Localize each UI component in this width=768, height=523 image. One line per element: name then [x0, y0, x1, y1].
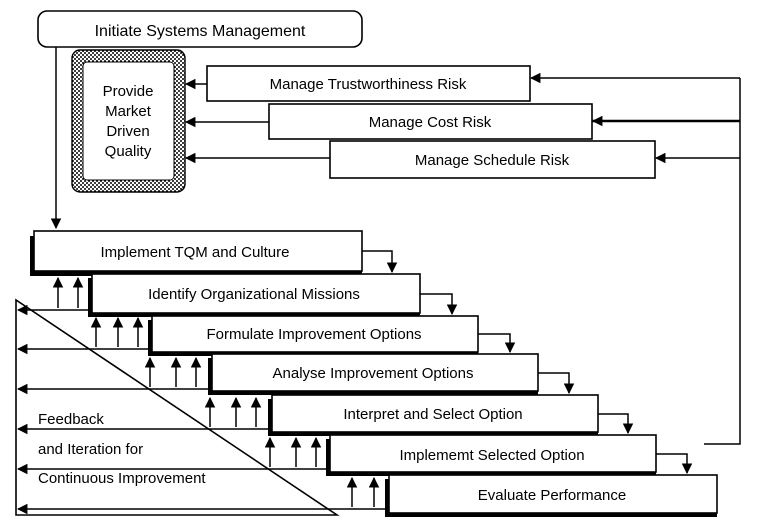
market-driven-quality-box: Provide Market Driven Quality [71, 49, 186, 193]
risk-label-trustworthiness: Manage Trustworthiness Risk [270, 76, 467, 93]
initiate-systems-management-box: Initiate Systems Management [37, 10, 363, 48]
risk-label-schedule: Manage Schedule Risk [415, 152, 570, 169]
initiate-systems-management-label: Initiate Systems Management [95, 23, 306, 40]
step-5-label: Interpret and Select Option [343, 406, 522, 423]
step-7: Evaluate Performance [385, 474, 718, 517]
feedback-line-3: Continuous Improvement [38, 470, 206, 487]
step-5: Interpret and Select Option [268, 394, 599, 436]
feedback-line-1: Feedback [38, 411, 104, 428]
risk-label-cost: Manage Cost Risk [369, 114, 492, 131]
step-1: Implement TQM and Culture [30, 230, 363, 276]
right-feedback-lines [529, 72, 741, 445]
step-6-label: Implememt Selected Option [399, 447, 584, 464]
step-1-label: Implement TQM and Culture [101, 244, 290, 261]
step-3-label: Formulate Improvement Options [206, 326, 421, 343]
step-4: Analyse Improvement Options [208, 353, 539, 395]
step-4-label: Analyse Improvement Options [273, 365, 474, 382]
quality-line-4: Quality [105, 143, 152, 160]
step-6: Implememt Selected Option [326, 434, 657, 476]
step-2-label: Identify Organizational Missions [148, 286, 360, 303]
step-3: Formulate Improvement Options [148, 315, 479, 356]
cascade-arrows [362, 250, 693, 475]
quality-line-1: Provide [103, 83, 154, 100]
quality-line-3: Driven [106, 123, 149, 140]
feedback-arrows [16, 276, 389, 515]
risk-box-schedule: Manage Schedule Risk [329, 140, 656, 179]
feedback-triangle: Feedback and Iteration for Continuous Im… [15, 298, 340, 516]
risk-box-cost: Manage Cost Risk [268, 103, 593, 140]
feedback-line-2: and Iteration for [38, 441, 143, 458]
step-2: Identify Organizational Missions [88, 273, 421, 317]
quality-line-2: Market [105, 103, 152, 120]
risk-box-trustworthiness: Manage Trustworthiness Risk [206, 65, 531, 102]
step-7-label: Evaluate Performance [478, 487, 626, 504]
